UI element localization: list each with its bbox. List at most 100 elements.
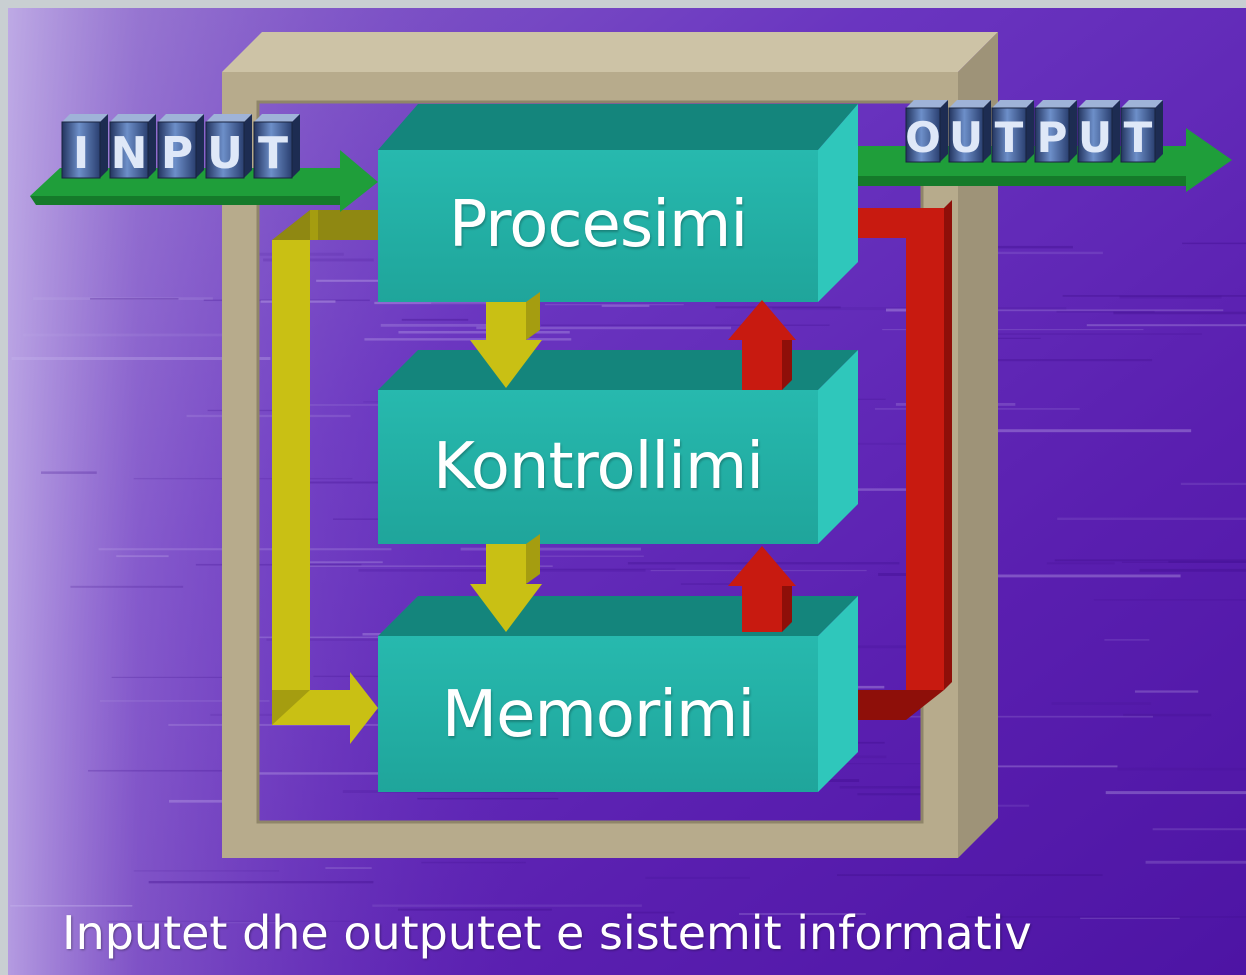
- red-up-arrow-1: [728, 300, 796, 390]
- water-streak: [715, 306, 841, 309]
- water-streak: [372, 904, 642, 907]
- water-streak: [1168, 560, 1246, 563]
- svg-text:T: T: [1124, 113, 1153, 162]
- water-streak: [882, 329, 1144, 331]
- water-streak: [1062, 294, 1246, 297]
- water-streak: [11, 357, 271, 361]
- svg-text:T: T: [995, 113, 1024, 162]
- water-streak: [227, 636, 487, 639]
- water-streak: [1134, 690, 1199, 693]
- letter-t: T: [991, 100, 1034, 163]
- water-streak: [927, 429, 1192, 433]
- svg-text:O: O: [905, 113, 941, 162]
- water-streak: [535, 555, 644, 557]
- water-streak: [625, 911, 675, 914]
- svg-text:U: U: [949, 113, 983, 162]
- water-streak: [601, 304, 650, 307]
- water-streak: [536, 568, 676, 570]
- water-streak: [116, 555, 169, 558]
- letter-i: I: [61, 114, 108, 179]
- water-streak: [10, 904, 133, 907]
- water-streak: [221, 922, 294, 924]
- water-streak: [963, 359, 1153, 362]
- water-streak: [266, 638, 459, 641]
- letter-p: P: [1034, 100, 1077, 163]
- water-streak: [1182, 242, 1246, 245]
- water-streak: [398, 330, 570, 334]
- water-streak: [374, 301, 527, 305]
- water-streak: [148, 880, 374, 884]
- water-streak: [41, 471, 97, 474]
- water-streak: [645, 876, 750, 879]
- water-streak: [942, 309, 1224, 312]
- water-streak: [70, 585, 184, 588]
- water-streak: [1057, 517, 1246, 521]
- water-streak: [1121, 561, 1246, 563]
- water-streak: [283, 561, 383, 564]
- yellow-feedback-arrow: [272, 210, 380, 744]
- water-streak: [1046, 562, 1115, 565]
- water-streak: [1054, 559, 1246, 562]
- water-streak: [186, 414, 351, 418]
- water-streak: [946, 765, 1118, 768]
- svg-text:U: U: [207, 128, 243, 179]
- letter-t: T: [253, 114, 300, 179]
- water-streak: [23, 333, 258, 337]
- water-streak: [417, 797, 559, 800]
- water-streak: [380, 323, 533, 327]
- svg-text:P: P: [161, 128, 193, 179]
- water-streak: [680, 583, 751, 585]
- water-streak: [169, 799, 241, 803]
- block-procesimi: [378, 104, 858, 302]
- water-streak: [1180, 482, 1246, 486]
- water-streak: [99, 700, 270, 702]
- water-streak: [1145, 860, 1246, 864]
- water-streak: [541, 324, 830, 326]
- water-streak: [839, 786, 933, 789]
- yellow-down-arrow-2: [470, 534, 542, 632]
- water-streak: [739, 913, 866, 915]
- letter-p: P: [157, 114, 204, 179]
- water-streak: [966, 916, 1246, 918]
- water-streak: [303, 404, 441, 406]
- water-streak: [309, 565, 553, 567]
- water-streak: [33, 297, 213, 300]
- water-streak: [1104, 639, 1150, 641]
- water-streak: [1152, 828, 1246, 831]
- water-streak: [951, 251, 1103, 255]
- block-label-procesimi: Procesimi: [448, 188, 748, 262]
- water-streak: [837, 874, 1103, 877]
- water-streak: [1051, 702, 1152, 705]
- water-streak: [460, 547, 642, 551]
- water-streak: [1080, 917, 1180, 920]
- water-streak: [88, 769, 232, 772]
- water-streak: [401, 318, 469, 321]
- input-arrow: [30, 150, 378, 212]
- water-streak: [397, 908, 552, 911]
- water-streak: [90, 298, 179, 300]
- water-streak: [797, 488, 988, 491]
- block-label-memorimi: Memorimi: [441, 678, 755, 752]
- svg-text:N: N: [111, 128, 148, 179]
- block-label-kontrollimi: Kontrollimi: [432, 430, 764, 504]
- water-streak: [1117, 767, 1246, 771]
- svg-text:T: T: [258, 128, 288, 179]
- letter-u: U: [1077, 100, 1120, 163]
- water-streak: [1086, 324, 1246, 327]
- water-streak: [263, 258, 374, 262]
- water-streak: [1119, 295, 1222, 299]
- water-streak: [431, 302, 493, 304]
- water-streak: [544, 304, 684, 306]
- letter-o: O: [905, 100, 948, 163]
- water-streak: [1105, 791, 1246, 795]
- water-streak: [111, 676, 257, 679]
- water-streak: [133, 870, 280, 872]
- block-memorimi: [378, 596, 858, 792]
- letter-u: U: [948, 100, 991, 163]
- water-streak: [987, 333, 1202, 335]
- water-streak: [421, 861, 526, 864]
